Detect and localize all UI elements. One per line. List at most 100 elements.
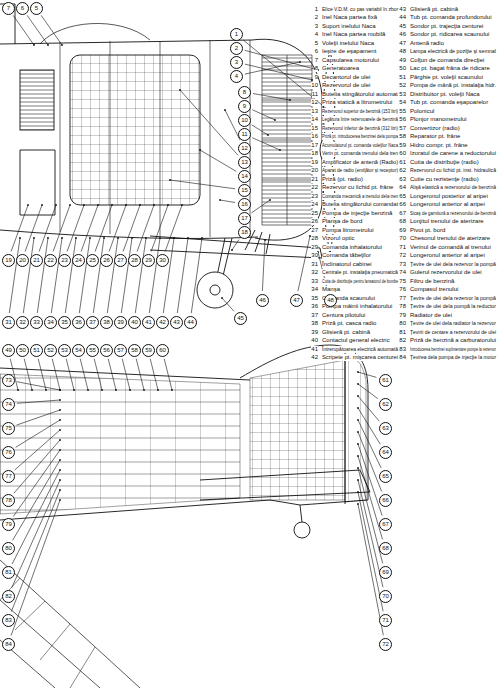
callout-number: 81 — [2, 566, 15, 579]
legend-number: 9 — [315, 74, 318, 81]
leader-dot — [33, 44, 35, 46]
leader-line — [191, 238, 202, 313]
leader-dot — [187, 237, 189, 239]
legend-number: 5 — [315, 40, 318, 47]
leader-line — [177, 238, 188, 313]
legend-number: 74 — [399, 269, 406, 276]
legend-number: 81 — [399, 329, 406, 336]
leader-dot — [153, 204, 155, 206]
legend-text: Sicaş de garnitură a rezervorului de ben… — [410, 210, 496, 217]
legend-text: Chesonul trenului de aterizare — [410, 235, 490, 242]
leader-dot — [357, 371, 359, 373]
leader-dot — [264, 239, 266, 241]
leader-dot — [103, 237, 105, 239]
legend-number: 53 — [399, 91, 406, 98]
leader-line — [232, 240, 239, 251]
leader-dot — [17, 389, 19, 391]
legend-text: Rezervorul superior de benzină (153 litr… — [322, 108, 398, 115]
legend-number: 59 — [399, 142, 406, 149]
legend-text: Ţevirii de centare a rezervorului de ule… — [410, 329, 496, 336]
callout-number: 14 — [238, 170, 251, 183]
legend-number: 63 — [399, 176, 406, 183]
callout-number: 38 — [100, 316, 113, 329]
legend-number: 51 — [399, 74, 406, 81]
legend-text: Inel Naca partea fixă — [322, 14, 377, 21]
legend-number: 45 — [399, 23, 406, 30]
leader-line — [122, 359, 130, 390]
leader-dot — [31, 389, 33, 391]
legend-text: Verin pt. comanda trenului dela tren — [322, 150, 398, 157]
legend-text: Rezervorul inferior de benzină (312 litr… — [322, 125, 398, 132]
legend-text: Lampa electrică de poziţie şi semnal — [410, 48, 496, 55]
callout-number: 16 — [238, 198, 251, 211]
callout-number: 13 — [238, 156, 251, 169]
leader-line — [150, 359, 158, 390]
leader-dot — [167, 204, 169, 206]
leader-dot — [131, 237, 133, 239]
legend-text: Ţevirea dela pompa de injecţie la motor — [410, 354, 496, 361]
front-fuselage — [0, 4, 336, 308]
callout-number: 48 — [324, 294, 337, 307]
callout-number: 28 — [128, 254, 141, 267]
leader-dot — [145, 237, 147, 239]
leader-line — [17, 400, 60, 403]
legend-text: Priza statică a litrometrului — [322, 99, 392, 106]
legend-text: Ţevire de ulei dela rezervor la pompă — [410, 295, 496, 302]
callout-number: 70 — [379, 590, 392, 603]
callout-number: 41 — [142, 316, 155, 329]
legend-number: 20 — [311, 167, 318, 174]
legend-text: Ţevire de ulei dela rezervor la pompă — [410, 261, 496, 268]
callout-number: 68 — [379, 542, 392, 555]
legend-number: 70 — [399, 235, 406, 242]
leader-line — [12, 480, 60, 588]
legend-number: 75 — [399, 278, 406, 285]
callout-number: 56 — [100, 344, 113, 357]
leader-line — [80, 359, 88, 390]
callout-number: 54 — [72, 344, 85, 357]
legend-text: Priză de benzină a carburatorului — [410, 337, 496, 344]
legend-number: 18 — [311, 150, 318, 157]
legend-number: 3 — [315, 23, 318, 30]
leader-line — [262, 240, 265, 291]
legend-text: Glisieră pt. cabină — [410, 6, 458, 13]
callout-number: 62 — [379, 398, 392, 411]
leader-dot — [357, 491, 359, 493]
legend-text: Ţevire de ulei dela radiator la rezervor — [410, 320, 496, 327]
legend-number: 50 — [399, 65, 406, 72]
callout-number: 52 — [44, 344, 57, 357]
legend-number: 79 — [399, 312, 406, 319]
callout-number: 44 — [184, 316, 197, 329]
legend-number: 22 — [311, 184, 318, 191]
legend-text: Comanda mecanică a trenului dela tren — [322, 193, 398, 200]
callout-number: 19 — [2, 254, 15, 267]
leader-line — [53, 205, 70, 252]
legend-number: 43 — [399, 6, 406, 13]
legend-number: 10 — [311, 82, 318, 89]
legend-text: Alişă elastică a rezervorului de benzină — [410, 184, 496, 191]
leader-dot — [59, 449, 61, 451]
leader-line — [123, 205, 140, 252]
callout-number: 76 — [2, 446, 15, 459]
legend-number: 71 — [399, 244, 406, 251]
legend-text: Glisieră pt. cabină — [322, 329, 370, 336]
leader-dot — [357, 419, 359, 421]
leader-dot — [289, 99, 291, 101]
callout-number: 5 — [30, 2, 43, 15]
legend-number: 67 — [399, 210, 406, 217]
callout-number: 77 — [2, 470, 15, 483]
legend-text: Comanda tăbeţilor — [322, 252, 371, 259]
callout-number: 23 — [58, 254, 71, 267]
callout-number: 45 — [234, 312, 247, 325]
legend-text: Amplificator de antenă (Radio) — [322, 159, 398, 166]
legend-number: 24 — [311, 201, 318, 208]
leader-dot — [97, 204, 99, 206]
leader-line — [81, 205, 98, 252]
leader-line — [298, 236, 310, 291]
legend-text: Polonicul — [410, 108, 434, 115]
leader-dot — [111, 204, 113, 206]
leader-line — [108, 359, 116, 390]
callout-number: 11 — [238, 128, 251, 141]
legend-text: Priză (pt. radio) — [322, 176, 363, 183]
leader-dot — [157, 389, 159, 391]
legend-number: 39 — [311, 329, 318, 336]
